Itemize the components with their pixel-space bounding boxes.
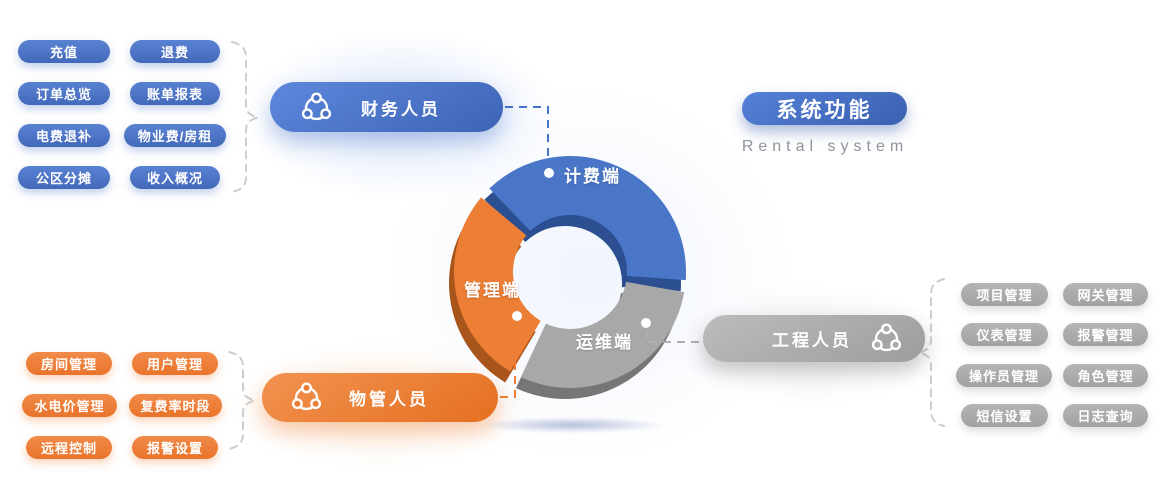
role-pill-label: 工程人员: [772, 331, 852, 350]
feature-button-utility-price-management[interactable]: 水电价管理: [22, 394, 117, 417]
feature-button-bill-report[interactable]: 账单报表: [130, 82, 220, 105]
segment-label-manage: 管理端: [464, 281, 521, 300]
feature-button-role-management[interactable]: 角色管理: [1063, 364, 1148, 387]
bracket-finance-group: [231, 41, 262, 193]
feature-button-project-management[interactable]: 项目管理: [961, 283, 1048, 306]
chart-ground-shadow: [478, 417, 666, 433]
bracket-engineer-group: [915, 278, 945, 427]
connector-ops-engineer: [646, 330, 701, 343]
marker-dot-ops: [641, 318, 651, 328]
share-network-icon: [870, 322, 903, 355]
system-title-text: 系统功能: [776, 98, 873, 122]
feature-button-income-overview[interactable]: 收入概况: [130, 166, 220, 189]
feature-button-log-query[interactable]: 日志查询: [1063, 404, 1148, 427]
segment-label-billing: 计费端: [564, 167, 621, 186]
feature-button-meter-management[interactable]: 仪表管理: [961, 323, 1048, 346]
feature-button-refund[interactable]: 退费: [130, 40, 220, 63]
donut-segments: [449, 156, 686, 399]
feature-button-room-management[interactable]: 房间管理: [26, 352, 112, 375]
feature-button-multi-rate-period[interactable]: 复费率时段: [129, 394, 222, 417]
role-pill-property[interactable]: 物管人员: [262, 373, 498, 422]
donut-segment-2: [520, 281, 685, 388]
feature-button-recharge[interactable]: 充值: [18, 40, 110, 63]
feature-button-alarm-settings[interactable]: 报警设置: [132, 436, 218, 459]
role-pill-finance[interactable]: 财务人员: [270, 82, 503, 132]
feature-button-sms-settings[interactable]: 短信设置: [961, 404, 1048, 427]
role-pill-label: 财务人员: [361, 99, 441, 119]
feature-button-alarm-management[interactable]: 报警管理: [1063, 323, 1148, 346]
feature-button-public-area-allocation[interactable]: 公区分摊: [18, 166, 110, 189]
marker-dot-billing: [544, 168, 554, 178]
feature-button-order-overview[interactable]: 订单总览: [18, 82, 110, 105]
feature-button-electricity-refund[interactable]: 电费退补: [18, 124, 110, 147]
system-subtitle: Rental system: [741, 138, 909, 155]
segment-label-ops: 运维端: [576, 333, 633, 352]
marker-dot-manage: [512, 311, 522, 321]
share-network-icon: [300, 91, 333, 124]
donut-segment-0: [489, 156, 686, 281]
feature-button-property-fee-rent[interactable]: 物业费/房租: [124, 124, 226, 147]
connector-finance-billing: [477, 106, 549, 163]
role-pill-label: 物管人员: [349, 390, 429, 409]
share-network-icon: [290, 381, 323, 414]
bracket-property-group: [228, 351, 259, 450]
feature-button-user-management[interactable]: 用户管理: [132, 352, 218, 375]
feature-button-gateway-management[interactable]: 网关管理: [1063, 283, 1148, 306]
feature-button-operator-management[interactable]: 操作员管理: [956, 364, 1052, 387]
system-title-pill: 系统功能: [742, 92, 907, 125]
feature-button-remote-control[interactable]: 远程控制: [26, 436, 112, 459]
donut-segment-1: [454, 197, 541, 372]
role-pill-engineer[interactable]: 工程人员: [703, 315, 925, 362]
